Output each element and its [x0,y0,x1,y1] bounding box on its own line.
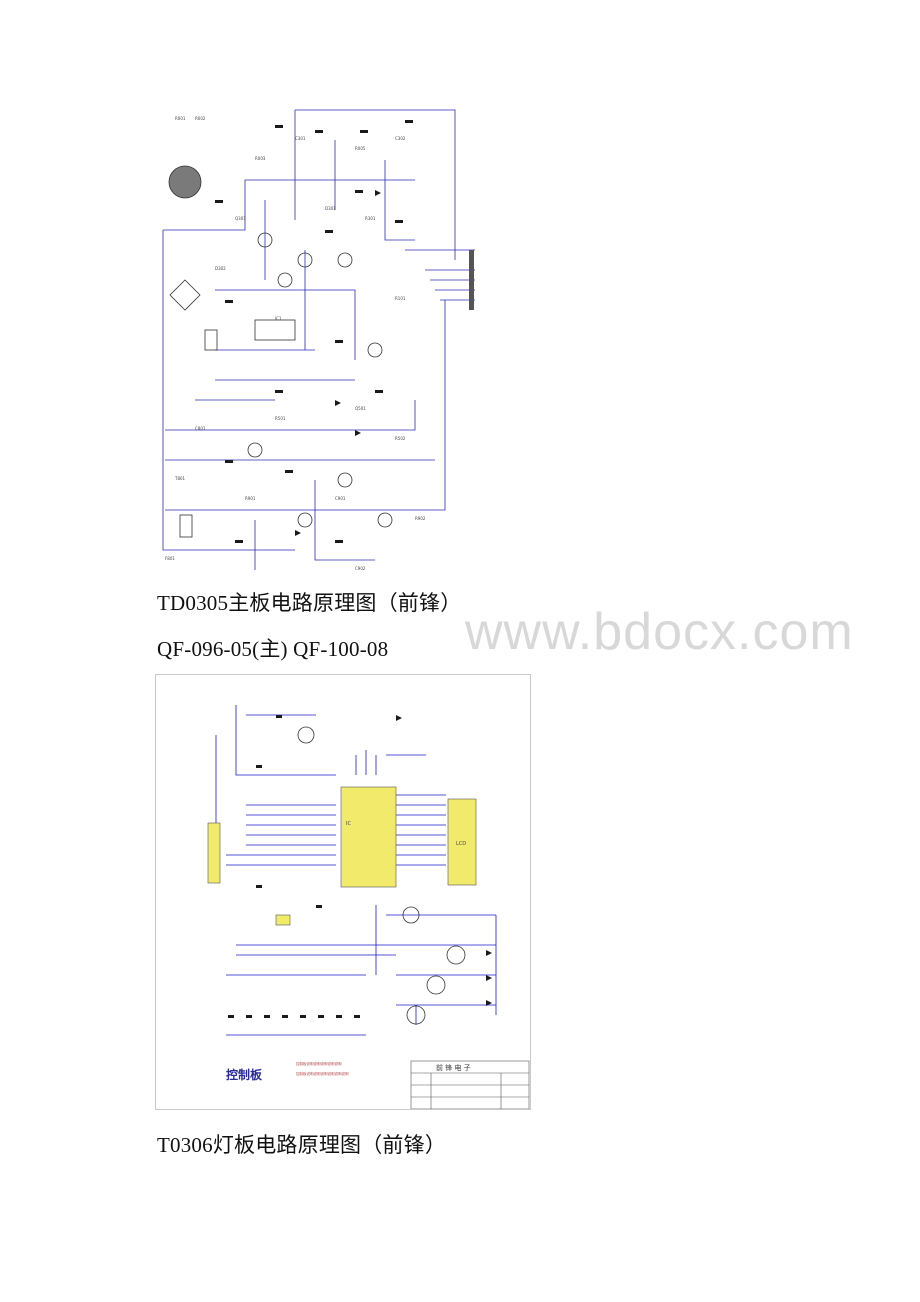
svg-text:R301: R301 [365,216,376,221]
svg-text:IC1: IC1 [275,316,282,321]
svg-text:C301: C301 [295,136,306,141]
svg-text:控制板说明说明说明说明说明说明: 控制板说明说明说明说明说明说明 [296,1071,349,1076]
svg-text:D302: D302 [215,266,226,271]
model-numbers-caption: QF-096-05(主) QF-100-08 [157,637,389,661]
svg-text:R001: R001 [175,116,186,121]
svg-text:R101: R101 [395,296,406,301]
svg-text:Q301: Q301 [235,216,246,221]
svg-text:C302: C302 [395,136,406,141]
svg-text:R901: R901 [245,496,256,501]
watermark: www.bdocx.com [465,603,854,661]
svg-text:IC: IC [346,821,351,827]
board-title: 控制板 [226,1067,263,1082]
svg-text:C902: C902 [355,566,366,571]
svg-text:C901: C901 [335,496,346,501]
lamp-board-caption: T0306灯板电路原理图（前锋） [157,1133,447,1157]
svg-text:Q501: Q501 [355,406,366,411]
svg-text:R502: R502 [395,436,406,441]
svg-text:T801: T801 [174,476,186,481]
main-board-schematic-image: R001 R002 R003 C301 R005 C302 Q301 D301 R301… [155,100,475,580]
svg-text:C801: C801 [195,426,206,431]
svg-text:R501: R501 [275,416,286,421]
svg-text:R005: R005 [355,146,366,151]
svg-text:F801: F801 [165,556,175,561]
svg-text:LCD: LCD [456,841,466,847]
lamp-board-schematic-image: LCD IC 控制板 [155,674,531,1110]
svg-text:R003: R003 [255,156,266,161]
svg-text:D301: D301 [325,206,336,211]
main-board-caption: TD0305主板电路原理图（前锋） [157,591,462,615]
svg-text:R002: R002 [195,116,206,121]
title-block-heading: 前 锋 电 子 [436,1063,471,1072]
svg-text:控制板说明说明说明说明说明: 控制板说明说明说明说明说明 [296,1061,342,1066]
svg-text:R902: R902 [415,516,426,521]
